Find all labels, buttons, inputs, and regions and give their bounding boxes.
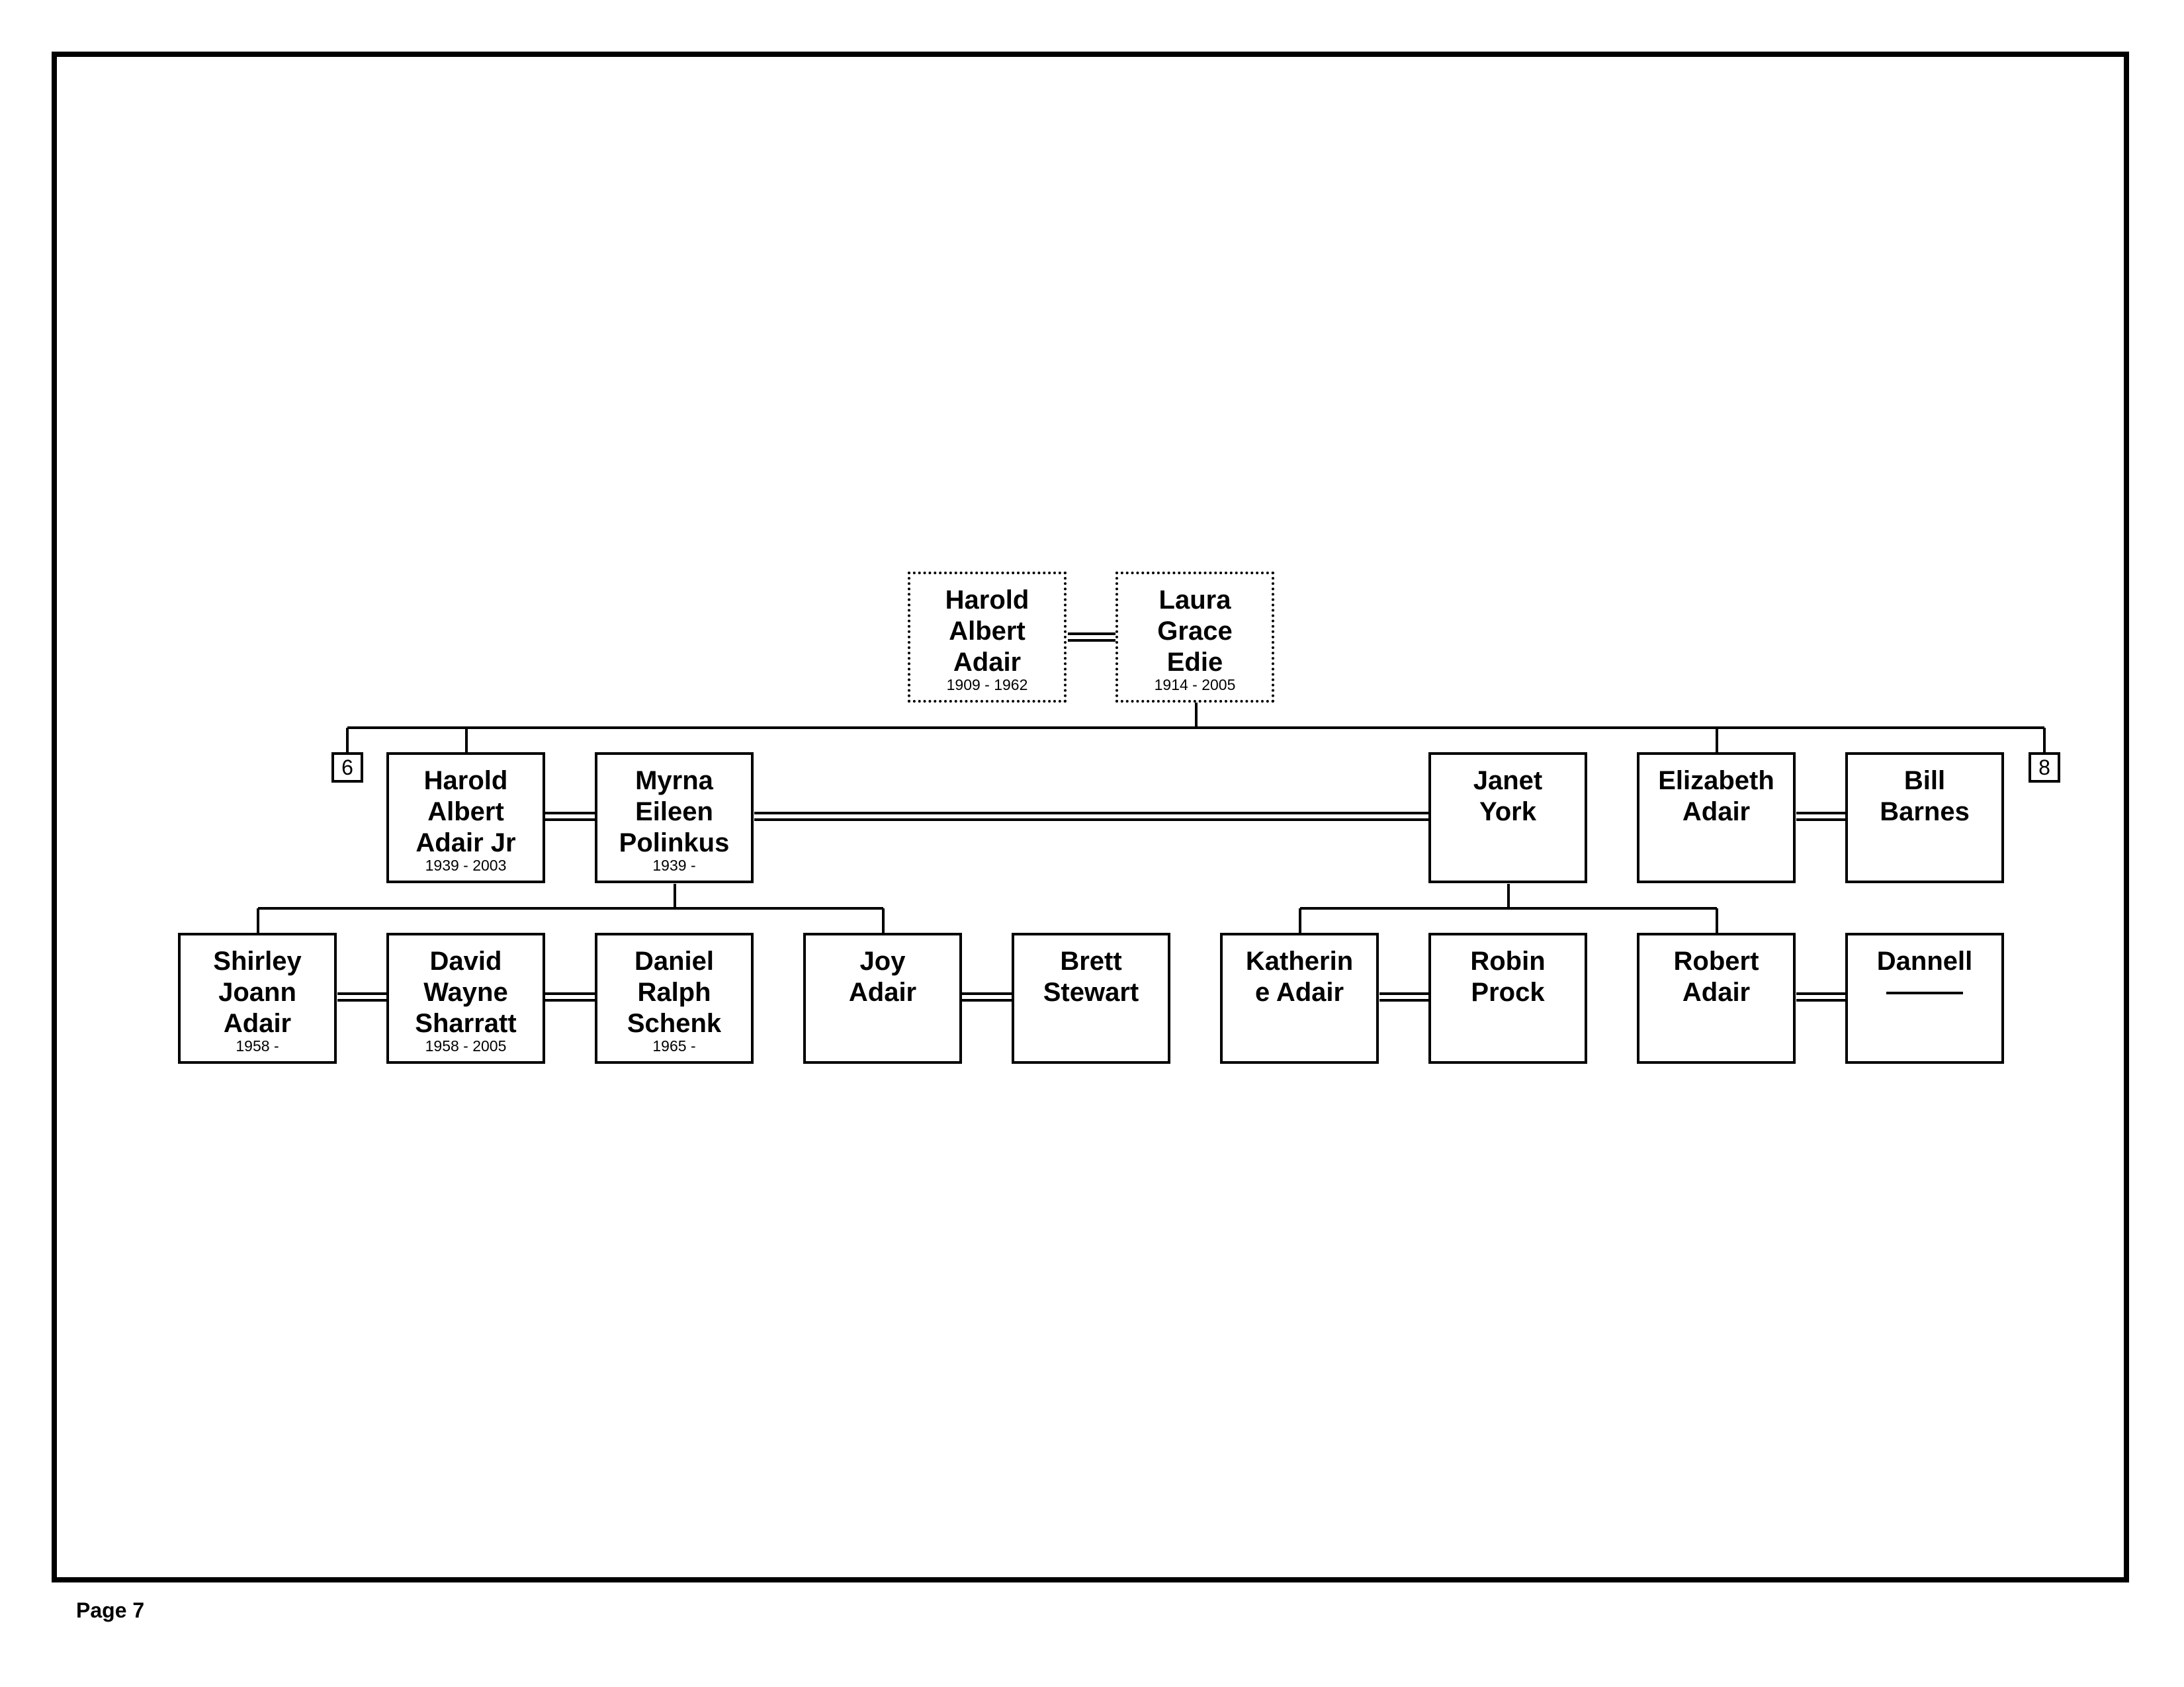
person-name: Bill Barnes [1880, 766, 1970, 826]
person-box-myrna-eileen-polinkus[interactable]: Myrna Eileen Polinkus 1939 - [595, 752, 754, 883]
person-dates: 1914 - 2005 [1154, 676, 1236, 693]
person-dates: 1939 - [652, 857, 696, 874]
page-number: Page 7 [76, 1598, 145, 1622]
page-ref-8[interactable]: 8 [2029, 752, 2060, 783]
person-box-shirley-joann-adair[interactable]: Shirley Joann Adair 1958 - [178, 933, 337, 1064]
page-border [52, 52, 2129, 1582]
person-name: Laura Grace Edie [1157, 585, 1233, 677]
person-dates: 1958 - 2005 [425, 1037, 507, 1055]
person-box-dannell[interactable]: Dannell [1845, 933, 2004, 1064]
person-box-robert-adair[interactable]: Robert Adair [1637, 933, 1796, 1064]
person-name: Daniel Ralph Schenk [627, 947, 722, 1038]
person-box-katherine-adair[interactable]: Katherin e Adair [1220, 933, 1379, 1064]
person-dates: 1909 - 1962 [946, 676, 1028, 693]
person-box-joy-adair[interactable]: Joy Adair [803, 933, 962, 1064]
person-box-harold-albert-adair-jr[interactable]: Harold Albert Adair Jr 1939 - 2003 [386, 752, 545, 883]
person-box-brett-stewart[interactable]: Brett Stewart [1012, 933, 1170, 1064]
person-name: Robin Prock [1470, 947, 1546, 1007]
person-name: David Wayne Sharratt [415, 947, 517, 1038]
surname-blank-line [1886, 992, 1963, 994]
person-name: Myrna Eileen Polinkus [619, 766, 730, 857]
person-dates: 1958 - [236, 1037, 279, 1055]
person-name: Harold Albert Adair Jr [415, 766, 516, 857]
person-name: Janet York [1473, 766, 1543, 826]
person-name: Brett Stewart [1043, 947, 1139, 1007]
person-name: Katherin e Adair [1245, 947, 1354, 1007]
person-box-daniel-ralph-schenk[interactable]: Daniel Ralph Schenk 1965 - [595, 933, 754, 1064]
person-name: Harold Albert Adair [945, 585, 1029, 677]
person-box-david-wayne-sharratt[interactable]: David Wayne Sharratt 1958 - 2005 [386, 933, 545, 1064]
person-box-laura-grace-edie[interactable]: Laura Grace Edie 1914 - 2005 [1115, 572, 1274, 703]
person-box-elizabeth-adair[interactable]: Elizabeth Adair [1637, 752, 1796, 883]
person-dates: 1965 - [652, 1037, 696, 1055]
person-name: Elizabeth Adair [1658, 766, 1774, 826]
person-box-janet-york[interactable]: Janet York [1428, 752, 1587, 883]
person-name: Joy Adair [848, 947, 917, 1007]
page-ref-6[interactable]: 6 [331, 752, 363, 783]
person-box-bill-barnes[interactable]: Bill Barnes [1845, 752, 2004, 883]
person-name: Dannell [1876, 947, 1973, 976]
person-name: Robert Adair [1673, 947, 1759, 1007]
person-box-robin-prock[interactable]: Robin Prock [1428, 933, 1587, 1064]
person-name: Shirley Joann Adair [213, 947, 302, 1038]
person-box-harold-albert-adair[interactable]: Harold Albert Adair 1909 - 1962 [908, 572, 1067, 703]
person-dates: 1939 - 2003 [425, 857, 507, 874]
